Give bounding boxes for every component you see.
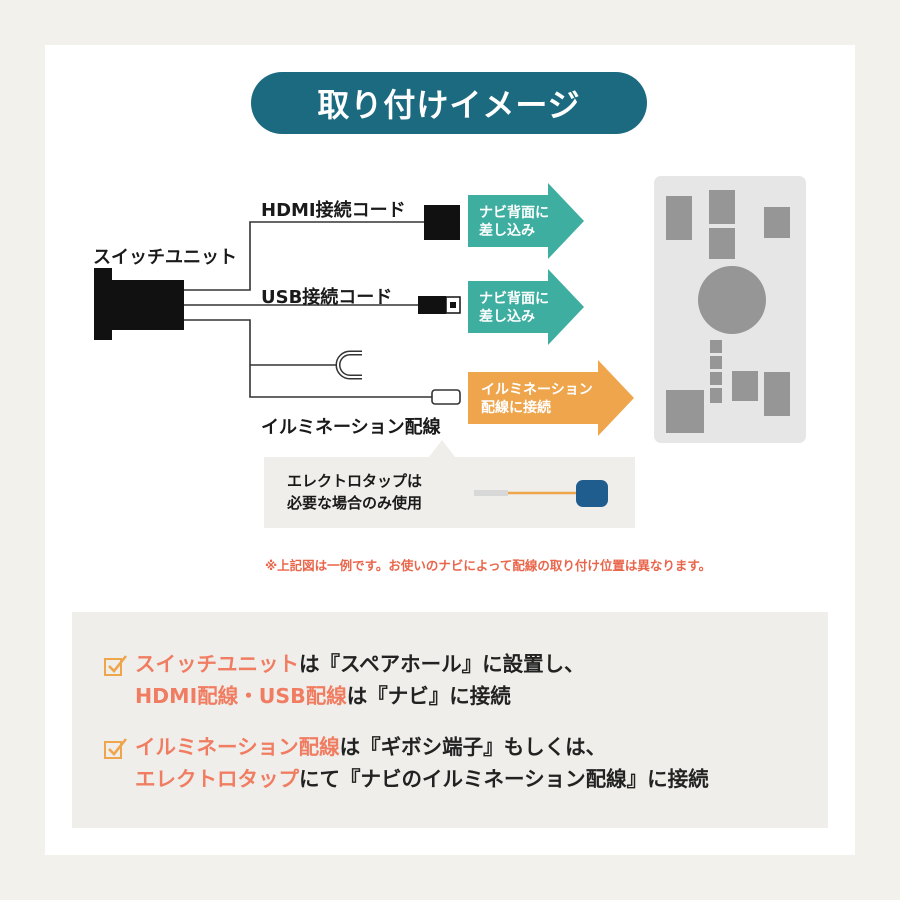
arrow-usb-line1: ナビ背面に xyxy=(479,291,549,307)
electro-tap-text: エレクトロタップは 必要な場合のみ使用 xyxy=(287,470,422,514)
switch-unit-body xyxy=(94,268,112,340)
illumination-label: イルミネーション配線 xyxy=(261,417,441,438)
disclaimer-note: ※上記図は一例です。お使いのナビによって配線の取り付け位置は異なります。 xyxy=(265,558,712,573)
page-title: 取り付けイメージ xyxy=(251,72,647,134)
info-item-2: イルミネーション配線は『ギボシ端子』もしくは、 エレクトロタップにて『ナビのイル… xyxy=(135,731,709,795)
switch-unit-label: スイッチユニット xyxy=(93,247,237,268)
arrow-hdmi-line2: 差し込み xyxy=(479,223,535,239)
info-2-line2-highlight: エレクトロタップ xyxy=(135,767,299,791)
arrow-usb-line2: 差し込み xyxy=(479,309,535,325)
info-box xyxy=(72,612,828,828)
electro-tap-icon xyxy=(474,480,608,507)
arrow-illumination-line1: イルミネーション xyxy=(481,382,593,398)
arrow-illumination-text: イルミネーション 配線に接続 xyxy=(481,381,593,417)
arrow-illumination-line2: 配線に接続 xyxy=(481,400,551,416)
navigation-back-panel xyxy=(654,176,806,443)
electro-tap-line1: エレクトロタップは xyxy=(287,472,423,490)
illumination-connector xyxy=(431,389,461,405)
usb-cord-label: USB接続コード xyxy=(261,287,393,308)
hdmi-connector xyxy=(424,205,460,240)
illumination-wire xyxy=(184,319,432,398)
arrow-usb-text: ナビ背面に 差し込み xyxy=(479,290,549,326)
arrow-hdmi-text: ナビ背面に 差し込み xyxy=(479,204,549,240)
arrow-illumination xyxy=(468,360,634,436)
electro-tap-line2: 必要な場合のみ使用 xyxy=(287,494,423,512)
info-2-line1-highlight: イルミネーション配線 xyxy=(135,735,340,759)
callout-pointer xyxy=(429,440,455,457)
usb-connector xyxy=(418,296,446,314)
check-icon xyxy=(104,738,128,759)
arrow-hdmi xyxy=(468,183,584,259)
info-2-line1-text: は『ギボシ端子』もしくは、 xyxy=(339,735,607,759)
hdmi-cord-label: HDMI接続コード xyxy=(261,200,406,221)
arrow-usb xyxy=(468,269,584,345)
switch-unit-back xyxy=(112,280,184,330)
wires xyxy=(184,221,432,398)
info-1-line1-text: は『スペアホール』に設置し、 xyxy=(299,652,585,676)
info-1-line1-highlight: スイッチユニット xyxy=(135,652,299,676)
arrow-hdmi-line1: ナビ背面に xyxy=(479,205,549,221)
hdmi-wire xyxy=(184,221,424,291)
check-icon xyxy=(104,655,128,676)
info-1-line2-text: は『ナビ』に接続 xyxy=(346,684,511,708)
info-1-line2-highlight: HDMI配線・USB配線 xyxy=(135,684,347,708)
info-item-1: スイッチユニットは『スペアホール』に設置し、 HDMI配線・USB配線は『ナビ』… xyxy=(135,648,585,712)
info-2-line2-text: にて『ナビのイルミネーション配線』に接続 xyxy=(299,767,709,791)
